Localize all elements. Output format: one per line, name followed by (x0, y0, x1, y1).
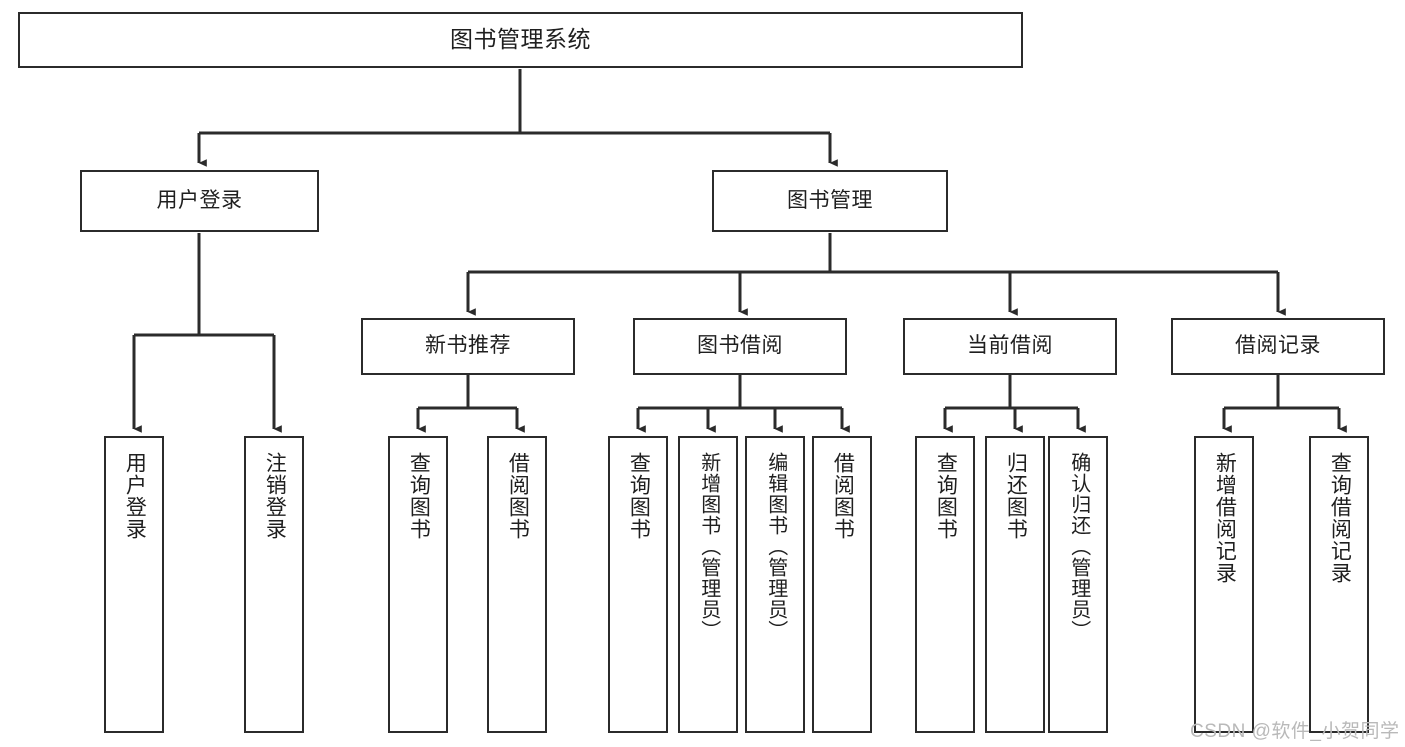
leaf-borrow-record-1-label: 新增借阅记录 (1213, 452, 1237, 584)
leaf-book-borrow-2-label: 新增图书（管理员） (697, 452, 720, 641)
leaf-current-borrow-2[interactable]: 归还图书 (985, 436, 1045, 733)
leaf-new-book-rec-1-label: 查询图书 (407, 452, 431, 540)
leaf-current-borrow-2-label: 归还图书 (1004, 452, 1028, 540)
leaf-book-borrow-4[interactable]: 借阅图书 (812, 436, 872, 733)
node-current-borrow[interactable]: 当前借阅 (903, 318, 1117, 375)
node-borrow-record-label: 借阅记录 (1235, 334, 1321, 358)
leaf-borrow-record-2-label: 查询借阅记录 (1328, 452, 1352, 584)
node-new-book-rec[interactable]: 新书推荐 (361, 318, 575, 375)
leaf-current-borrow-1[interactable]: 查询图书 (915, 436, 975, 733)
leaf-book-borrow-3-label: 编辑图书（管理员） (764, 452, 787, 641)
leaf-user-login-1-label: 用户登录 (123, 452, 147, 540)
node-book-borrow-label: 图书借阅 (697, 334, 783, 358)
node-borrow-record[interactable]: 借阅记录 (1171, 318, 1385, 375)
leaf-book-borrow-1[interactable]: 查询图书 (608, 436, 668, 733)
leaf-book-borrow-2[interactable]: 新增图书（管理员） (678, 436, 738, 733)
leaf-current-borrow-1-label: 查询图书 (934, 452, 958, 540)
leaf-new-book-rec-2[interactable]: 借阅图书 (487, 436, 547, 733)
leaf-user-login-2[interactable]: 注销登录 (244, 436, 304, 733)
csdn-watermark: CSDN @软件_小贺同学 (1190, 721, 1400, 742)
leaf-user-login-1[interactable]: 用户登录 (104, 436, 164, 733)
leaf-current-borrow-3[interactable]: 确认归还（管理员） (1048, 436, 1108, 733)
leaf-current-borrow-3-label: 确认归还（管理员） (1067, 452, 1090, 641)
leaf-book-borrow-3[interactable]: 编辑图书（管理员） (745, 436, 805, 733)
node-user-login[interactable]: 用户登录 (80, 170, 319, 232)
leaf-new-book-rec-2-label: 借阅图书 (506, 452, 530, 540)
leaf-book-borrow-4-label: 借阅图书 (831, 452, 855, 540)
leaf-new-book-rec-1[interactable]: 查询图书 (388, 436, 448, 733)
node-book-manage[interactable]: 图书管理 (712, 170, 948, 232)
node-book-borrow[interactable]: 图书借阅 (633, 318, 847, 375)
leaf-borrow-record-2[interactable]: 查询借阅记录 (1309, 436, 1369, 733)
node-user-login-label: 用户登录 (156, 188, 243, 212)
node-root[interactable]: 图书管理系统 (18, 12, 1023, 68)
node-root-label: 图书管理系统 (450, 26, 591, 53)
node-book-manage-label: 图书管理 (787, 188, 873, 212)
leaf-book-borrow-1-label: 查询图书 (627, 452, 651, 540)
node-new-book-rec-label: 新书推荐 (425, 334, 511, 358)
leaf-borrow-record-1[interactable]: 新增借阅记录 (1194, 436, 1254, 733)
node-current-borrow-label: 当前借阅 (967, 334, 1053, 358)
leaf-user-login-2-label: 注销登录 (263, 452, 287, 540)
